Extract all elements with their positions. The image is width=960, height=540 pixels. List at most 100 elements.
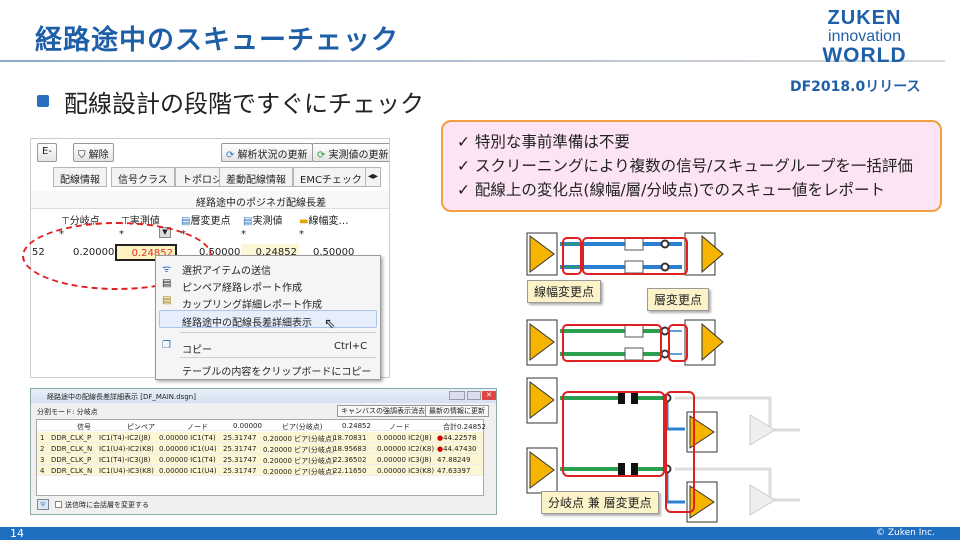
cell: 0.50000 [313,247,355,258]
label-layer-change: 層変更点 [647,288,710,311]
menu-item-coupling-report[interactable]: カップリング詳細レポート作成 [182,300,322,311]
cell: 0.00000 IC1(U4) [159,445,217,453]
table-row[interactable]: 3 DDR_CLK_P IC1(T4)-IC3(J8) 0.00000 IC1(… [37,454,483,465]
change-layer-checkbox[interactable] [55,501,62,508]
column-header[interactable]: ノード [389,423,410,431]
minimize-button[interactable] [449,391,465,400]
tab-emc-check[interactable]: EMCチェック [293,167,369,187]
copy-shortcut: Ctrl+C [334,341,368,352]
skew-topology-diagram [526,232,800,523]
zuken-logo: ZUKEN innovation WORLD [812,8,917,66]
close-button[interactable]: ✕ [482,391,496,400]
cell: DDR_CLK_P [51,456,92,464]
topology-3 [526,377,800,523]
cell: 0.50000 [199,247,241,258]
menu-item-send-selected[interactable]: 選択アイテムの送信 [182,266,271,277]
logo-line1: ZUKEN [827,7,902,29]
menu-item-length-diff-detail[interactable]: 経路途中の配線長差詳細表示 [182,318,312,329]
bullet-icon [37,95,49,107]
cell: 47.88249 [437,456,471,464]
update-measured-button[interactable]: ⟳ 実測値の更新 [312,143,389,162]
cell: 18.70831 [333,434,367,442]
clear-filter-button[interactable]: ⛉ 解除 [73,143,114,162]
cell: 0.00000 IC1(T4) [159,456,216,464]
bullet-text: 配線設計の段階ですぐにチェック [64,90,424,118]
column-header[interactable]: 0.00000 [233,422,262,430]
copy-icon: ❐ [162,340,171,351]
column-header[interactable]: ピンペア [127,423,155,431]
tab-wiring[interactable]: 配線情報 [53,167,107,187]
row-number: 2 [40,445,45,453]
cell: 25.31747 [223,467,257,475]
cell: ●44.47430 [437,445,477,453]
callout-line: ✓ 配線上の変化点(線幅/層/分岐点)でのスキュー値をレポート [457,181,885,199]
clear-highlight-button[interactable]: キャンバスの強調表示消去 [337,405,429,417]
update-analysis-button[interactable]: ⟳ 解析状況の更新 [221,143,313,162]
refresh-icon: ⟳ [317,150,329,161]
cell: 0.20000 ビア(分岐点) [263,435,335,443]
coupling-report-icon: ▤ [162,295,172,306]
menu-item-copy[interactable]: コピー [182,345,212,356]
table-row[interactable]: 1 DDR_CLK_P IC1(T4)-IC2(J8) 0.00000 IC1(… [37,432,483,443]
tab-scroll-arrows[interactable]: ◂▸ [365,167,382,187]
menu-item-pinpair-report[interactable]: ピンペア経路レポート作成 [182,283,302,294]
logo-line2: innovation [828,28,901,45]
dropdown-button[interactable]: E- [37,143,57,162]
menu-item-copy-table[interactable]: テーブルの内容をクリップボードにコピー [182,367,372,378]
feature-callout: ✓ 特別な事前準備は不要 ✓ スクリーニングにより複数の信号/スキューグループを… [441,120,942,212]
column-header[interactable]: 合計0.24852 [443,423,486,431]
context-menu: ᯤ 選択アイテムの送信 ▤ ピンペア経路レポート作成 ▤ カップリング詳細レポー… [155,255,381,380]
detail-table: 信号 ピンペア ノード 0.00000 ビア(分岐点) 0.24852 ノード … [36,419,486,496]
label-branch-layer-change: 分岐点 兼 層変更点 [541,491,659,514]
row-number: 1 [40,434,45,442]
update-measured-label: 実測値の更新 [328,150,389,161]
maximize-button[interactable] [467,391,481,400]
table-row[interactable]: 4 DDR_CLK_N IC1(U4)-IC3(K8) 0.00000 IC1(… [37,465,483,476]
cell: DDR_CLK_P [51,434,92,442]
footer-bar [0,527,960,540]
release-label: DF2018.0リリース [790,79,921,95]
cell: 0.20000 ビア(分岐点) [263,446,335,454]
column-header[interactable]: 0.24852 [342,422,371,430]
window-titlebar: 経路途中の配線長差詳細表示 [DF_MAIN.dsgn] ✕ [31,389,496,403]
filter-cell[interactable]: * [299,229,304,240]
callout-line: ✓ 特別な事前準備は不要 [457,133,630,151]
clear-label: 解除 [88,150,109,161]
split-mode-label: 分割モード: 分岐点 [37,408,98,416]
column-header[interactable]: ビア(分岐点) [282,423,323,431]
cell: 25.31747 [223,434,257,442]
copyright: © Zuken Inc. [876,528,935,538]
column-header[interactable]: ノード [187,423,208,431]
send-toggle-button[interactable]: ᯤ [37,499,49,510]
cell: IC1(T4)-IC3(J8) [99,456,151,464]
cell: IC1(U4)-IC3(K8) [99,467,154,475]
column-header[interactable]: ▬線幅変… [299,216,349,227]
cell: 0.00000 IC3(K8) [377,467,435,475]
table-row[interactable]: 2 DDR_CLK_N IC1(U4)-IC2(K8) 0.00000 IC1(… [37,443,483,454]
column-header[interactable]: ⊤分岐点 [61,216,100,227]
filter-icon: ⛉ [78,150,89,161]
table-header-row: 信号 ピンペア ノード 0.00000 ビア(分岐点) 0.24852 ノード … [37,420,486,431]
cell: 0.20000 ビア(分岐点) [263,457,335,465]
group-header: 経路途中のポジネガ配線長差 [31,191,389,209]
send-icon: ᯤ [162,264,172,275]
tab-diff-wiring[interactable]: 差動配線情報 [219,167,293,187]
row-number: 3 [40,456,45,464]
menu-separator [180,332,376,333]
topology-1 [526,232,724,276]
cell: 47.63397 [437,467,471,475]
refresh-button[interactable]: 最新の情報に更新 [425,405,489,417]
cell: 22.36502 [333,456,367,464]
cell: 0.00000 IC3(J8) [377,456,432,464]
cell: DDR_CLK_N [51,467,93,475]
column-header[interactable]: ▤層変更点 [181,216,231,227]
title-divider [0,60,945,62]
cell: 22.11650 [333,467,367,475]
length-diff-detail-window: 経路途中の配線長差詳細表示 [DF_MAIN.dsgn] ✕ 分割モード: 分岐… [30,388,497,515]
tab-signal-class[interactable]: 信号クラス [111,167,175,187]
cell: 0.00000 IC1(T4) [159,434,216,442]
mouse-cursor-icon: ⇖ [324,316,336,332]
column-header[interactable]: 信号 [77,423,91,431]
filter-cell[interactable]: * [241,229,246,240]
column-header[interactable]: ▤実測値 [243,216,283,227]
